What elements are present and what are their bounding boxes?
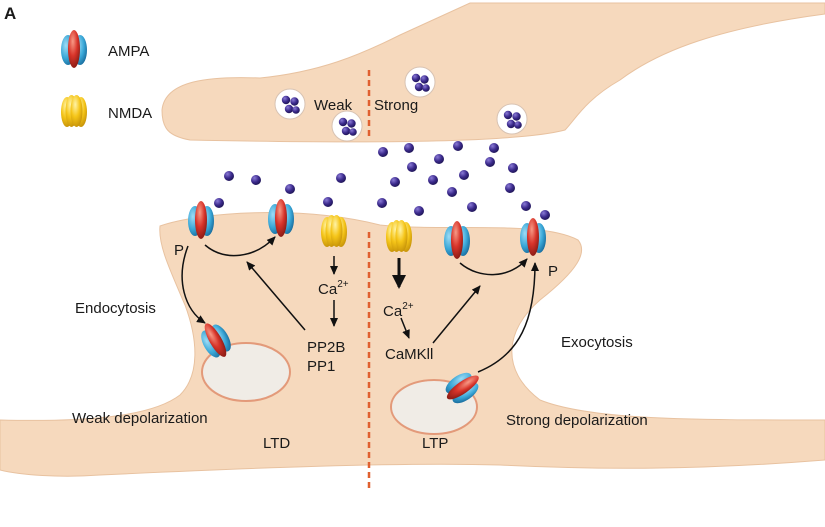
glutamate-strong (377, 141, 550, 220)
nmda-receptor-strong (386, 220, 412, 252)
arrow-pp-to-receptor (246, 261, 306, 331)
ltd-label: LTD (263, 435, 290, 452)
weak-label: Weak (314, 97, 353, 114)
legend-ampa-label: AMPA (108, 43, 149, 60)
panel-label: A (4, 4, 16, 23)
vesicle (331, 110, 363, 142)
ltp-ca-label: Ca2+ (383, 301, 414, 320)
ltp-label: LTP (422, 435, 448, 452)
vesicle (496, 103, 528, 135)
pp1-label: PP1 (307, 358, 335, 375)
presynaptic-terminal (161, 2, 825, 143)
ltd-phospho-label: P (174, 242, 184, 259)
strong-label: Strong (374, 97, 418, 114)
ltd-ca-label: Ca2+ (318, 279, 349, 298)
arrow-lateral-move-ltp (459, 258, 528, 276)
camkii-label: CaMKll (385, 346, 433, 363)
ampa-receptor-phospho-ltd (188, 201, 214, 239)
endocytosis-label: Endocytosis (75, 300, 156, 317)
pp2b-label: PP2B (307, 339, 345, 356)
weak-depolarization-label: Weak depolarization (72, 410, 208, 427)
postsynaptic-spine (0, 212, 825, 477)
exocytosis-label: Exocytosis (561, 334, 633, 351)
nmda-receptor-weak (321, 215, 347, 247)
arrow-camkii-to-receptor (432, 285, 481, 344)
vesicle (274, 88, 306, 120)
endosome-ltd (201, 342, 291, 402)
arrow-ca-to-camkii (400, 317, 410, 339)
vesicle (404, 66, 436, 98)
ampa-receptor (268, 199, 294, 237)
arrow-endocytosis (181, 245, 206, 324)
strong-depolarization-label: Strong depolarization (506, 412, 648, 429)
ampa-receptor-phospho-ltp (520, 218, 546, 256)
legend-ampa-icon (61, 30, 87, 68)
ampa-receptor (444, 221, 470, 259)
arrow-lateral-move (204, 236, 276, 257)
ltp-phospho-label: P (548, 263, 558, 280)
arrow-exocytosis (477, 262, 539, 373)
legend-nmda-icon (61, 95, 87, 127)
legend-nmda-label: NMDA (108, 105, 152, 122)
